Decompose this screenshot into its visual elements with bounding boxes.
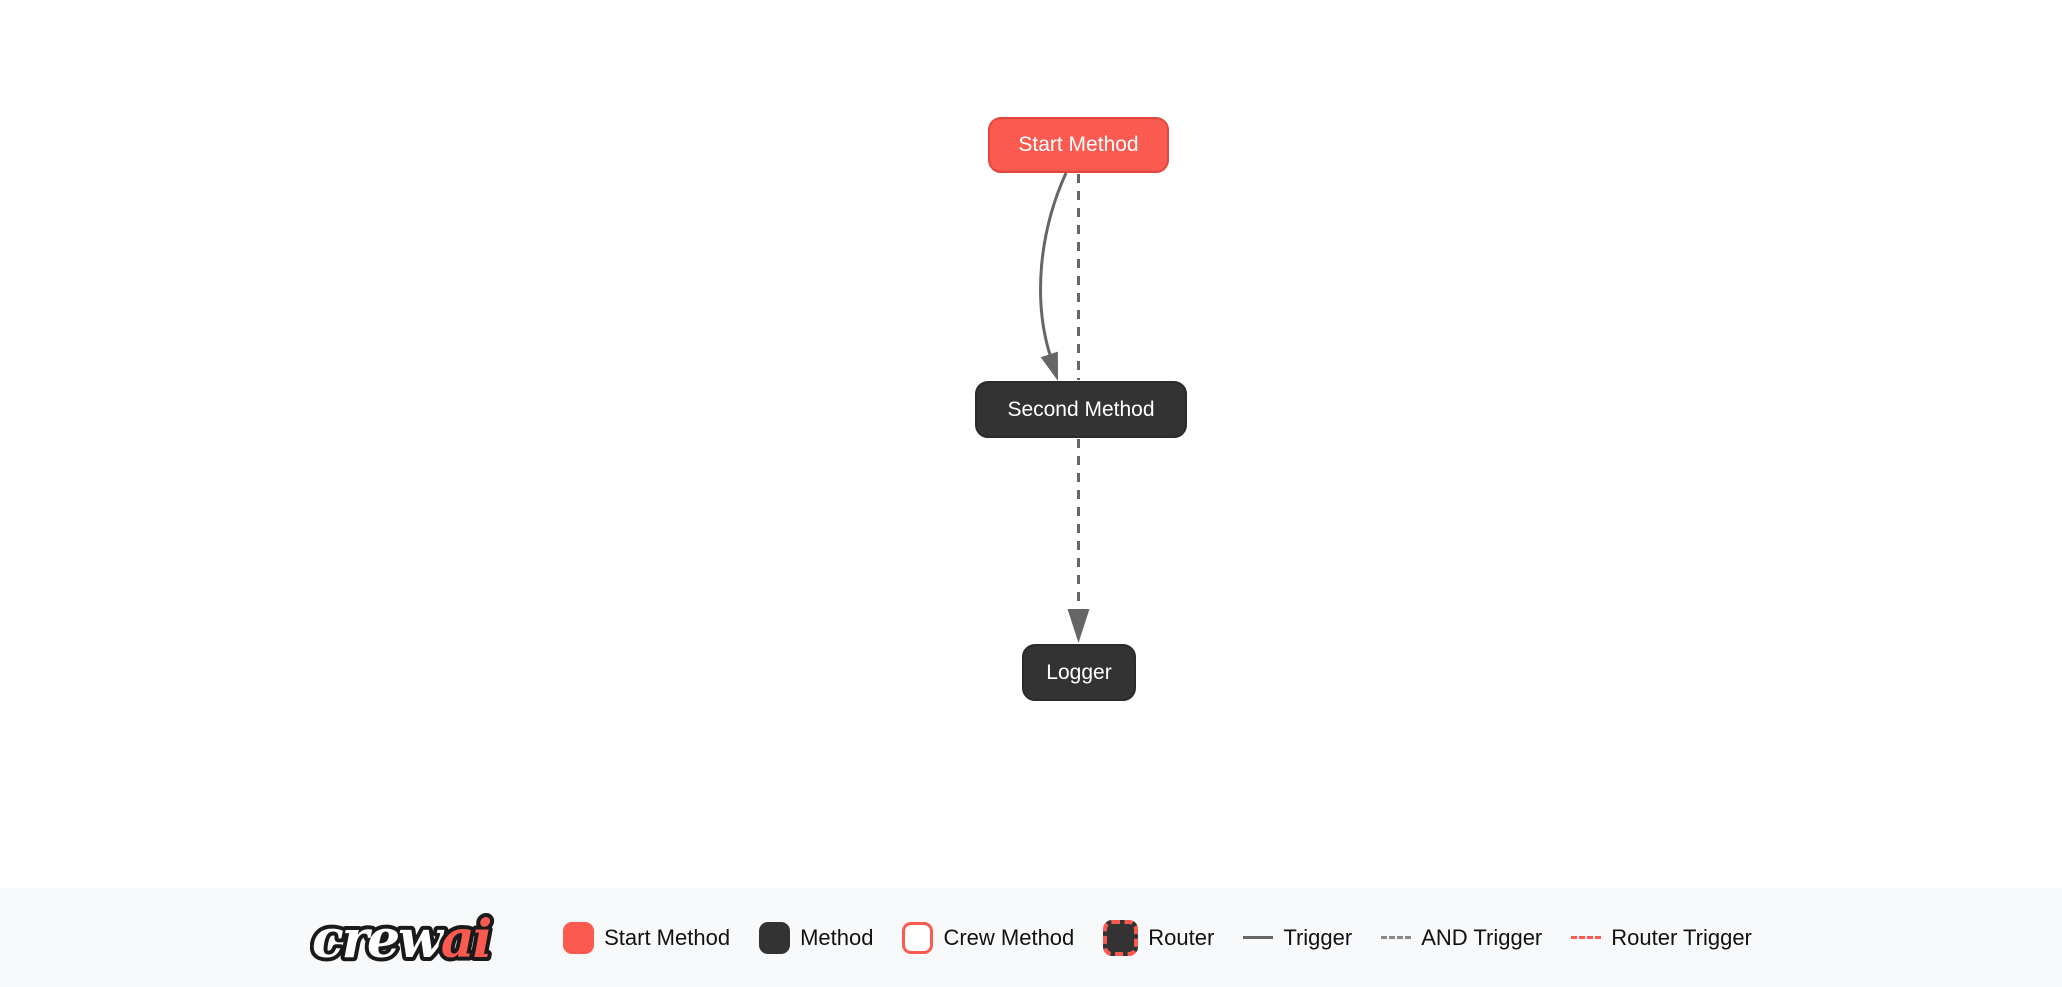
logo-text-ai: ai xyxy=(441,909,491,970)
flow-canvas[interactable]: Start Method Second Method Logger xyxy=(0,0,2062,888)
legend-bar: crewai Start Method Method Crew Method R… xyxy=(0,888,2062,987)
node-logger[interactable]: Logger xyxy=(1022,644,1136,701)
node-start-method[interactable]: Start Method xyxy=(988,117,1169,173)
legend-label: Router Trigger xyxy=(1611,924,1752,950)
edge-trigger-start-to-second xyxy=(1039,172,1068,359)
trigger-line-icon xyxy=(1243,936,1274,939)
node-second-method[interactable]: Second Method xyxy=(975,381,1187,438)
crewai-logo: crewai xyxy=(310,905,497,974)
legend-label: Crew Method xyxy=(943,924,1075,950)
logo-text-crew: crew xyxy=(312,909,445,970)
legend-label: Method xyxy=(800,924,874,950)
arrowhead-trigger-start-to-second xyxy=(1040,351,1058,381)
and-trigger-line-icon xyxy=(1381,936,1412,939)
legend-item-crew-method: Crew Method xyxy=(902,921,1075,954)
svg-text:crewai: crewai xyxy=(312,909,491,970)
legend-item-router: Router xyxy=(1103,919,1215,956)
legend-label: Start Method xyxy=(604,924,731,950)
legend-item-and-trigger: AND Trigger xyxy=(1381,925,1542,951)
arrowhead-and-trigger-second-to-logger xyxy=(1067,609,1090,643)
start-method-swatch-icon xyxy=(563,921,595,954)
router-swatch-icon xyxy=(1103,919,1139,956)
crew-method-swatch-icon xyxy=(902,921,934,954)
method-swatch-icon xyxy=(759,921,791,954)
legend-label: Router xyxy=(1148,924,1215,950)
legend-item-trigger: Trigger xyxy=(1243,925,1352,951)
legend-label: AND Trigger xyxy=(1421,924,1543,950)
legend-item-router-trigger: Router Trigger xyxy=(1571,925,1752,951)
router-trigger-line-icon xyxy=(1571,936,1602,939)
legend-label: Trigger xyxy=(1283,924,1353,950)
legend-item-start-method: Start Method xyxy=(563,921,731,954)
legend-item-method: Method xyxy=(759,921,874,954)
